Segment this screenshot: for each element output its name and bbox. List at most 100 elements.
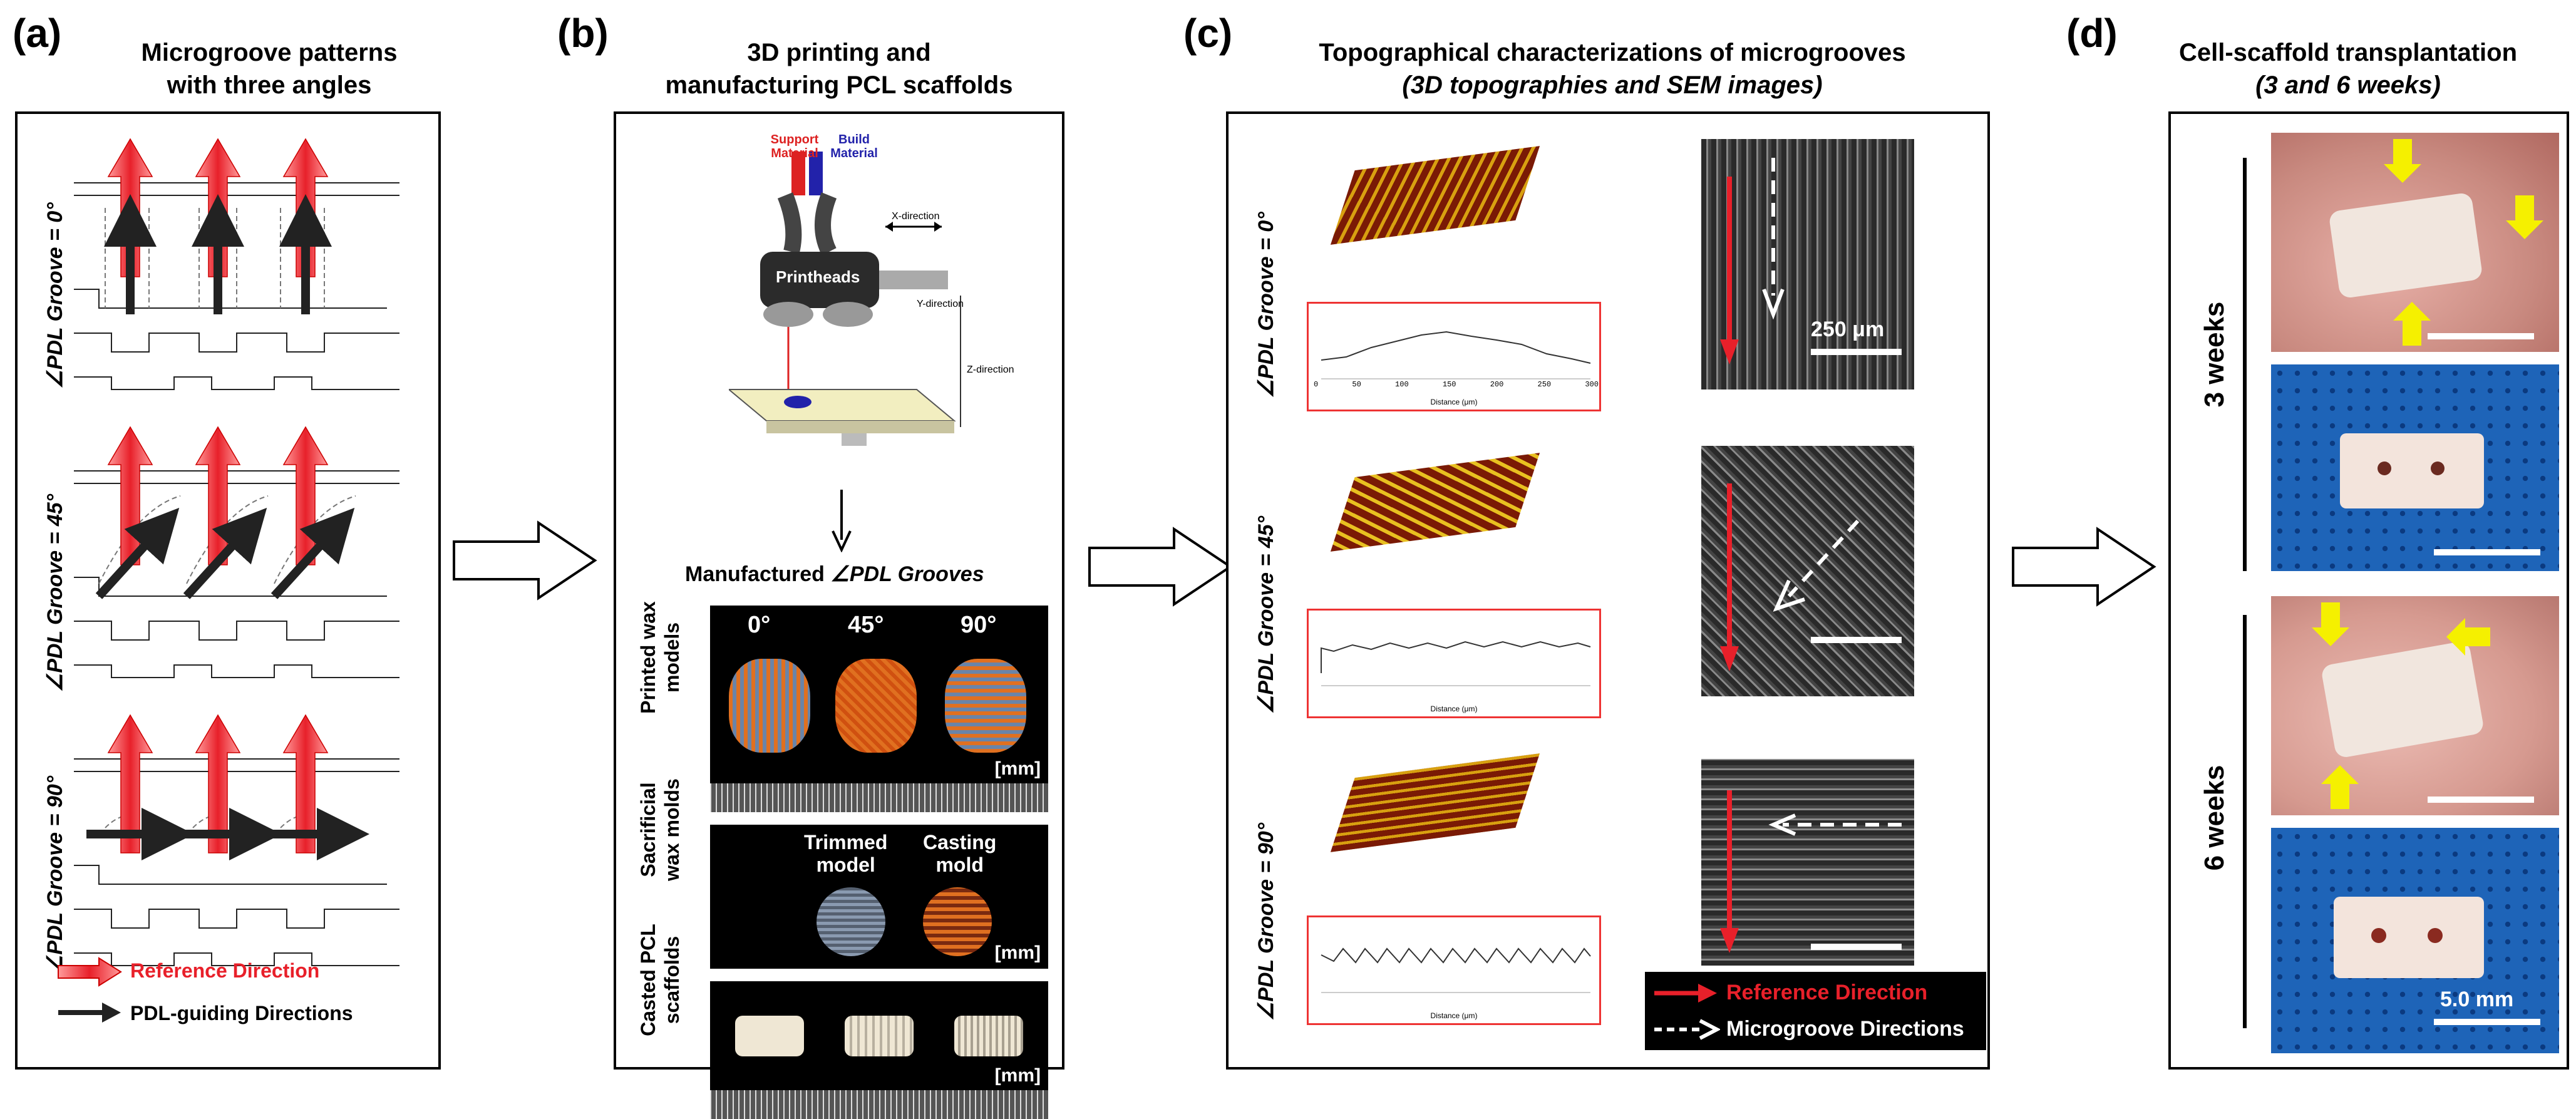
trimmed-line1: Trimmed [804,831,888,853]
scaffold-45 [845,1016,914,1056]
casting-line1: Casting [923,831,997,853]
panel-c-row-label-90: ∠PDL Groove = 90° [1254,822,1278,1021]
down-arrow-icon [832,490,852,552]
casted-pcl-scaffolds-photo: [mm] [710,981,1048,1119]
wax-model-90 [945,659,1026,753]
manufactured-prefix: Manufactured [685,562,831,586]
panel-b-title-line1: 3D printing and [747,39,931,66]
sem-image-0: 250 μm [1701,139,1914,389]
printed-wax-line2: models [661,622,683,693]
manufactured-grooves-heading: Manufactured ∠PDL Grooves [685,562,984,587]
trimmed-model-disc [817,887,885,956]
week3-tissue-photo [2271,133,2559,352]
flow-arrow-a-to-b-icon [453,520,597,601]
sacrificial-line2: wax molds [661,778,683,881]
panel-c-title: Topographical characterizations of micro… [1252,36,1972,101]
profile-plot-45: Distance (μm) [1307,609,1601,718]
pattern-row-0 [74,138,399,390]
casting-mold-label: Casting mold [923,831,996,876]
week6-tissue-photo [2271,596,2559,815]
printer-illustration [729,152,961,446]
legend-red-arrow-icon [58,957,122,987]
x-direction-label: X-direction [892,211,940,222]
ruler [710,783,1048,812]
unit-label-2: [mm] [994,942,1041,963]
unit-label: [mm] [994,758,1041,779]
legend-microgroove-directions: Microgroove Directions [1726,1017,1964,1041]
panel-d-frame: 3 weeks 6 weeks 5.0 mm [2168,111,2569,1070]
printheads-label: Printheads [776,267,860,286]
flow-arrow-c-to-d-icon [2012,527,2156,607]
scale-bar-label-d: 5.0 mm [2440,988,2514,1011]
trimmed-model-label: Trimmed model [804,831,887,876]
flow-arrow-b-to-c-icon [1088,527,1233,607]
printed-wax-line1: Printed wax [637,601,659,714]
topography-3d-0 [1329,133,1542,258]
printed-wax-models-label: Printed wax models [636,598,684,717]
panel-a-title: Microgroove patterns with three angles [106,36,432,101]
microgroove-pattern-diagram [74,138,399,966]
scaffold-0 [735,1016,804,1056]
panel-c-frame: ∠PDL Groove = 0° ∠PDL Groove = 45° ∠PDL … [1226,111,1990,1070]
panel-c-title-line1: Topographical characterizations of micro… [1319,39,1906,66]
panel-a-title-line2: with three angles [167,71,372,99]
topography-3d-90 [1329,740,1542,865]
week6-label: 6 weeks [2199,765,2230,871]
week6-scaffold-photo: 5.0 mm [2271,828,2559,1053]
scale-bar-label-c: 250 μm [1811,317,1885,341]
panel-a-row-label-0: ∠PDL Groove = 0° [43,202,67,389]
profile-plot-90: Distance (μm) [1307,915,1601,1025]
angle-0-label: 0° [748,612,771,638]
support-material-label: Support Material [770,133,819,160]
legend-reference-direction: Reference Direction [130,959,320,982]
week6-bracket [2243,615,2247,1028]
legend-white-dashed-arrow-icon [1654,1019,1720,1040]
panel-c-row-label-45: ∠PDL Groove = 45° [1254,515,1278,714]
panel-d-label: (d) [2066,11,2118,56]
profile-xlabel-90: Distance (μm) [1430,1011,1478,1020]
profile-xlabel-45: Distance (μm) [1430,704,1478,713]
pattern-row-90 [74,714,399,966]
pattern-row-45 [74,426,399,678]
wax-model-0 [729,659,810,753]
z-direction-label: Z-direction [967,364,1014,375]
panel-d-title: Cell-scaffold transplantation (3 and 6 w… [2141,36,2555,101]
sem-image-90 [1701,759,1914,966]
week3-bracket [2243,158,2247,571]
panel-b-label: (b) [557,11,609,56]
sacrificial-wax-molds-label: Sacrificial wax molds [636,770,684,889]
panel-a-row-label-45: ∠PDL Groove = 45° [43,493,67,693]
black-guiding-arrows [104,194,332,314]
profile-xlabel-0: Distance (μm) [1430,398,1478,406]
casted-line1: Casted PCL [637,924,659,1036]
casted-line2: scaffolds [661,936,683,1024]
panel-b-title-line2: manufacturing PCL scaffolds [665,71,1013,99]
casted-pcl-scaffolds-label: Casted PCL scaffolds [636,920,684,1039]
panel-c-legend: Reference Direction Microgroove Directio… [1645,972,1986,1050]
casting-line2: mold [935,853,984,876]
angle-45-label: 45° [848,612,884,638]
panel-d-title-line2: (3 and 6 weeks) [2255,71,2441,99]
legend-reference-direction-c: Reference Direction [1726,981,1928,1004]
panel-a-label: (a) [13,11,62,56]
sem-image-45 [1701,446,1914,696]
scaffold-90 [954,1016,1023,1056]
profile-line-0 [1321,331,1591,379]
legend-black-arrow-icon [58,1003,121,1023]
panel-c-label: (c) [1183,11,1233,56]
panel-a-title-line1: Microgroove patterns [141,39,398,66]
topography-3d-45 [1329,440,1542,565]
manufactured-italic: ∠PDL Grooves [830,562,984,586]
panel-b-frame: Support Material Build Material Printhea… [614,111,1064,1119]
build-material-label: Build Material [830,133,878,160]
trimmed-line2: model [816,853,875,876]
legend-guiding-directions: PDL-guiding Directions [130,1002,353,1024]
ruler-2 [710,1090,1048,1119]
legend-red-arrow-icon-c [1654,984,1717,1003]
wax-model-45 [835,659,917,753]
panel-c-row-label-0: ∠PDL Groove = 0° [1254,212,1278,398]
printed-wax-models-photo: 0° 45° 90° [mm] [710,606,1048,812]
panel-d-title-line1: Cell-scaffold transplantation [2178,39,2518,66]
